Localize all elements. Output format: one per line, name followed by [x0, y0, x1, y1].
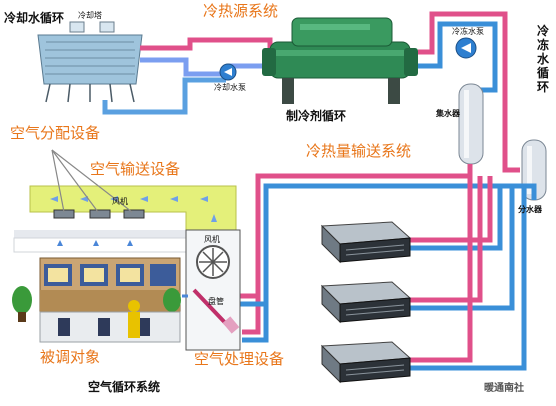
ahu-fan-label: 风机 [204, 235, 220, 244]
pointer-lines [51, 149, 133, 213]
water-collector-label: 集水器 [436, 109, 460, 118]
refrigerant-cycle-label: 制冷剂循环 [286, 109, 347, 123]
conditioned-object-label: 被调对象 [40, 348, 101, 366]
cooling-water-pump-label: 冷却水泵 [214, 83, 246, 92]
conditioned-room [12, 230, 191, 343]
cooling-water-pipes [102, 37, 273, 115]
duct-fan-label: 风机 [112, 197, 128, 206]
distribution-pipes [240, 164, 537, 371]
chilled-water-loop-char-4: 循 [536, 66, 549, 80]
coil-label: 盘管 [208, 297, 224, 306]
chilled-water-pump-label: 冷冻水泵 [452, 27, 484, 36]
water-distributor-label: 分水器 [518, 205, 542, 214]
chilled-water-loop-char-1: 冷 [536, 24, 549, 38]
air-handling-unit [182, 229, 241, 351]
chilled-water-loop-char-2: 冻 [536, 38, 549, 52]
chilled-water-loop-char-5: 环 [536, 80, 549, 94]
chiller-unit [262, 17, 418, 104]
watermark: 暖通南社 [484, 383, 524, 394]
chilled-water-supply-pipes [418, 11, 520, 173]
heat-transport-system-label: 冷热量输送系统 [306, 142, 412, 160]
heat-source-system-label: 冷热源系统 [203, 2, 279, 20]
fan-coil-unit-2 [320, 281, 412, 324]
chilled-water-loop-char-3: 水 [536, 52, 549, 66]
fan-coil-unit-3 [320, 341, 412, 384]
cooling-tower [37, 21, 143, 103]
air-circulation-system-label: 空气循环系统 [88, 380, 161, 394]
water-collector-tank [458, 83, 484, 165]
fan-coil-unit-1 [320, 221, 412, 264]
air-distribution-equipment-label: 空气分配设备 [10, 124, 101, 142]
chilled-water-pump-icon [455, 37, 477, 59]
cooling-water-pump-icon [219, 63, 237, 81]
chilled-water-loop-label: 冷 冻 水 循 环 [536, 24, 550, 94]
air-transport-equipment-label: 空气输送设备 [90, 160, 181, 178]
cooling-tower-label: 冷却塔 [78, 11, 102, 20]
air-handling-equipment-label: 空气处理设备 [194, 350, 285, 368]
cooling-water-loop-label: 冷却水循环 [4, 11, 65, 25]
